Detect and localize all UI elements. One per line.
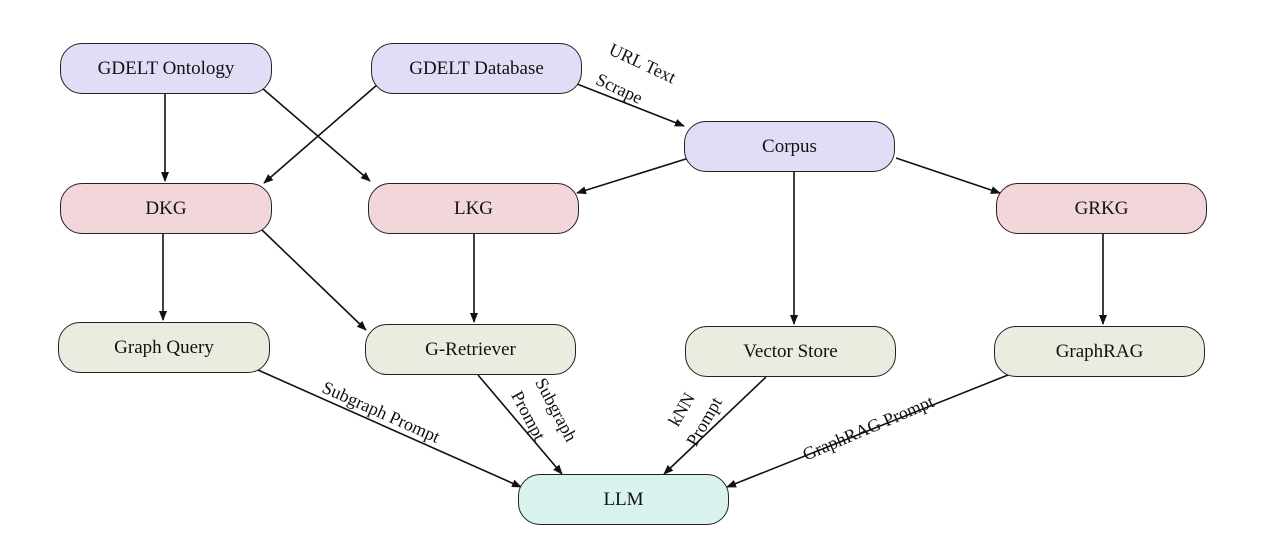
- edge-graph-query-to-llm: [257, 369, 522, 488]
- node-g-retriever: G-Retriever: [365, 324, 576, 375]
- edge-vector-store-to-llm: [663, 376, 767, 475]
- node-gdelt-ontology: GDELT Ontology: [60, 43, 272, 94]
- edge-ontology-to-lkg: [261, 87, 371, 182]
- edge-corpus-to-grkg: [895, 157, 1001, 194]
- node-grkg: GRKG: [996, 183, 1207, 234]
- node-llm: LLM: [518, 474, 729, 525]
- node-corpus: Corpus: [684, 121, 895, 172]
- edge-database-to-dkg: [263, 83, 379, 184]
- node-lkg: LKG: [368, 183, 579, 234]
- edge-dkg-to-g-retriever: [261, 229, 367, 331]
- node-dkg: DKG: [60, 183, 272, 234]
- edge-database-to-corpus: [571, 81, 685, 127]
- node-graph-query: Graph Query: [58, 322, 270, 373]
- node-gdelt-database: GDELT Database: [371, 43, 582, 94]
- node-graphrag: GraphRAG: [994, 326, 1205, 377]
- node-vector-store: Vector Store: [685, 326, 896, 377]
- edge-g-retriever-to-llm: [477, 374, 563, 475]
- edge-graphrag-to-llm: [726, 374, 1009, 488]
- edge-corpus-to-lkg: [576, 157, 690, 195]
